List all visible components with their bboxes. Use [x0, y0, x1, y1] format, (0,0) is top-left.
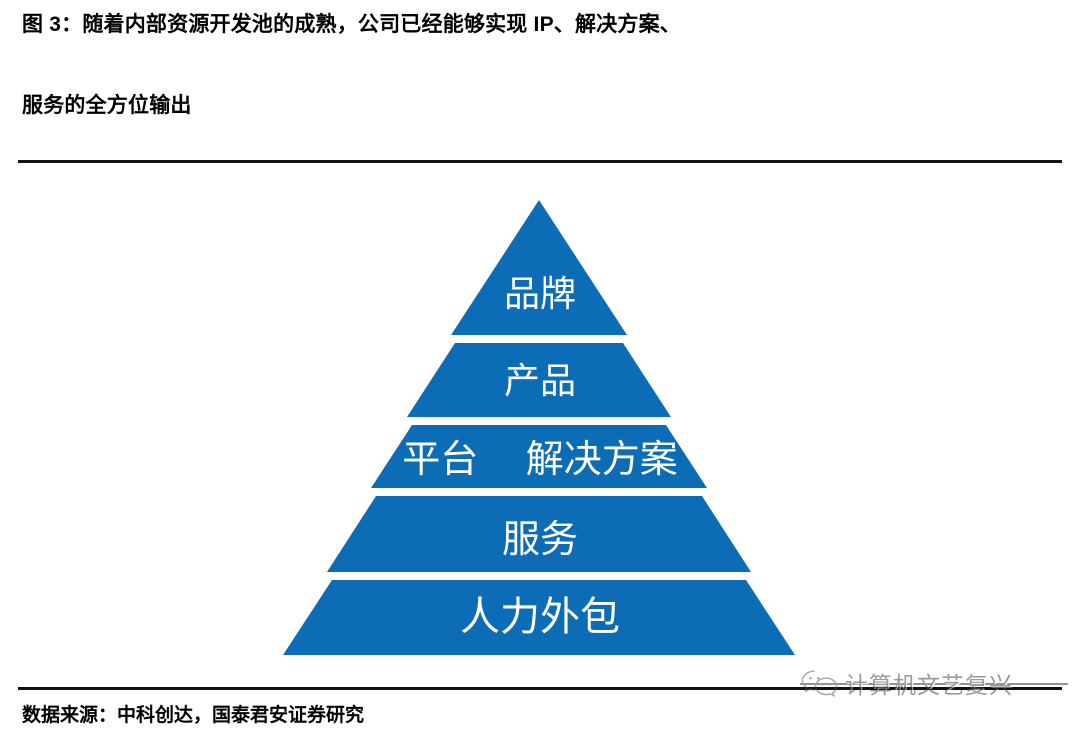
watermark-strikethrough — [800, 683, 1068, 685]
source-note: 数据来源：中科创达，国泰君安证券研究 — [22, 705, 365, 726]
wechat-logo-icon — [800, 668, 840, 698]
watermark-text: 计算机文艺复兴 — [845, 673, 1013, 698]
top-divider-rule — [18, 160, 1062, 163]
pyramid-layer-1-shape — [451, 200, 627, 335]
figure-title-line-2: 服务的全方位输出 — [22, 94, 192, 117]
pyramid-diagram: 品牌 产品 平台 解决方案 服务 人力外包 — [0, 163, 1080, 687]
figure-title: 图 3：随着内部资源开发池的成熟，公司已经能够实现 IP、解决方案、 服务的全方… — [22, 14, 1062, 116]
pyramid-layer-4-shape — [327, 496, 751, 572]
pyramid-shapes — [283, 200, 795, 655]
figure-title-line-1: 图 3：随着内部资源开发池的成熟，公司已经能够实现 IP、解决方案、 — [22, 13, 681, 36]
bottom-divider-rule — [18, 687, 1062, 690]
pyramid-layer-5-shape — [283, 580, 795, 655]
pyramid-layer-2-shape — [407, 343, 671, 417]
pyramid-layer-3-shape — [371, 425, 707, 488]
watermark: 计算机文艺复兴 — [800, 662, 1068, 704]
